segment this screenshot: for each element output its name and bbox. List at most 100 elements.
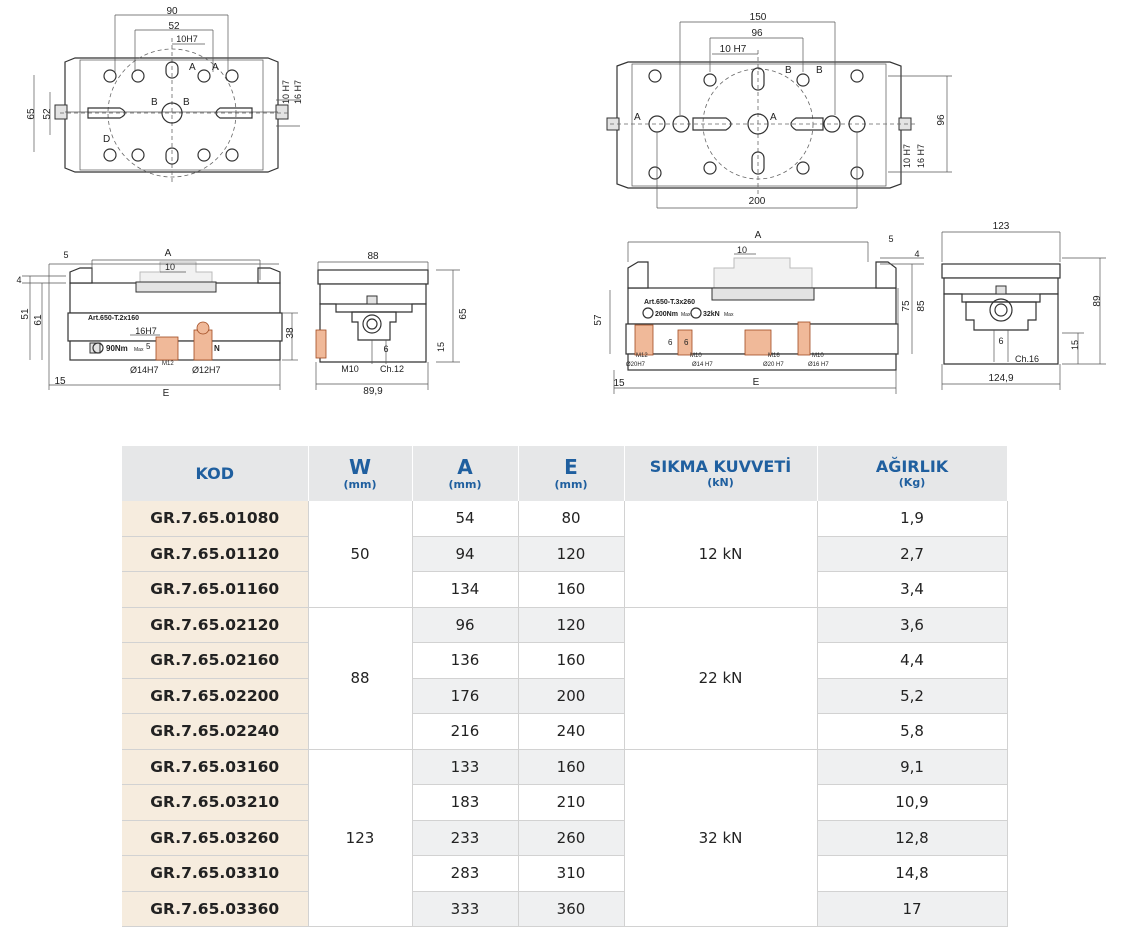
cell-e: 120	[518, 536, 625, 572]
cell-e: 360	[518, 891, 625, 927]
chamfer-ch12: Ch.12	[380, 364, 404, 374]
cell-a: 96	[412, 607, 519, 643]
cell-e: 80	[518, 501, 625, 537]
header-agirlik-label: AĞIRLIK	[875, 456, 949, 476]
dim-16h7-side: 16 H7	[916, 144, 926, 168]
small-end-view: 88 65 6 15 M10 Ch.12 89,9	[315, 251, 469, 397]
section-label-d: D	[103, 134, 110, 145]
dim-15: 15	[436, 342, 446, 352]
large-end-view: 123 89 15 6 Ch.16 124,9	[941, 221, 1106, 390]
cell-agirlik: 2,7	[817, 536, 1008, 572]
dim-a: A	[165, 248, 172, 259]
header-a-unit: (mm)	[448, 477, 482, 491]
cell-a: 94	[412, 536, 519, 572]
dim-10: 10	[737, 245, 747, 255]
large-top-view: 150 96 10 H7 96 10 H7 16 H7 200 B B A A	[606, 12, 952, 209]
dim-15: 15	[613, 378, 625, 389]
cell-a: 133	[412, 749, 519, 785]
dim-16h7: 16H7	[135, 326, 157, 336]
dim-5: 5	[63, 250, 68, 260]
dim-150: 150	[750, 12, 767, 23]
cell-e: 240	[518, 713, 625, 750]
cell-agirlik: 12,8	[817, 820, 1008, 856]
dim-57: 57	[593, 314, 604, 326]
dim-51: 51	[20, 308, 31, 320]
cell-agirlik: 9,1	[817, 749, 1008, 785]
dim-10h7-side: 10 H7	[902, 144, 912, 168]
header-agirlik-unit: (Kg)	[898, 475, 926, 489]
part-label: Art.650-T.2x160	[88, 315, 139, 322]
header-w-label: W	[348, 454, 372, 479]
cell-e: 120	[518, 607, 625, 643]
cell-agirlik: 4,4	[817, 642, 1008, 679]
dim-10h7-top: 10 H7	[720, 44, 747, 55]
cell-kod: GR.7.65.01120	[122, 536, 309, 572]
cell-kod: GR.7.65.01080	[122, 501, 309, 537]
dim-16h7-side: 16 H7	[293, 80, 303, 104]
dim-10h7-side: 10 H7	[281, 80, 291, 104]
header-e-unit: (mm)	[554, 477, 588, 491]
force-icon	[690, 307, 702, 319]
torque-suffix: Max	[134, 347, 144, 353]
cell-a: 136	[412, 642, 519, 679]
header-kod-label: KOD	[195, 463, 235, 483]
cell-a: 283	[412, 855, 519, 892]
cell-a: 333	[412, 891, 519, 927]
section-label-b-2: B	[816, 65, 823, 76]
section-label-a-2: A	[770, 112, 777, 123]
cell-sikma-kuvveti: 32 kN	[624, 749, 818, 927]
force-label: 32kN	[703, 311, 720, 318]
part-label: Art.650-T.3x260	[644, 299, 695, 306]
torque-label: 90Nm	[106, 344, 128, 353]
cell-kod: GR.7.65.03310	[122, 855, 309, 892]
cell-kod: GR.7.65.01160	[122, 571, 309, 608]
cell-e: 210	[518, 784, 625, 821]
bore-16h7: Ø16 H7	[808, 362, 829, 368]
bore-20h7: Ø20H7	[626, 362, 646, 368]
thread-m10: M10	[690, 353, 702, 359]
force-suffix: Max	[724, 312, 734, 318]
cell-kod: GR.7.65.03360	[122, 891, 309, 927]
cell-kod: GR.7.65.02160	[122, 642, 309, 679]
thread-m12: M12	[636, 353, 648, 359]
dim-200: 200	[749, 196, 766, 207]
cell-kod: GR.7.65.02240	[122, 713, 309, 750]
torque-icon	[642, 307, 654, 319]
dim-4: 4	[16, 275, 21, 285]
dim-90: 90	[166, 6, 178, 17]
dim-5: 5	[888, 234, 893, 244]
cell-agirlik: 5,2	[817, 678, 1008, 714]
cell-e: 200	[518, 678, 625, 714]
header-kod: KOD	[122, 446, 309, 501]
dim-124-9: 124,9	[988, 373, 1013, 384]
thread-m10: M10	[341, 364, 359, 374]
cell-sikma-kuvveti: 12 kN	[624, 501, 818, 608]
technical-drawings: 90 52 10H7 65 52 10 H7 16 H7 A A B B D	[16, 6, 1106, 399]
header-sikma-kuvveti-label: SIKMA KUVVETİ	[649, 456, 792, 476]
cell-a: 176	[412, 678, 519, 714]
dim-10: 10	[165, 262, 175, 272]
cell-a: 233	[412, 820, 519, 856]
cell-agirlik: 3,6	[817, 607, 1008, 643]
cell-e: 260	[518, 820, 625, 856]
dim-85: 85	[916, 300, 927, 312]
cell-agirlik: 5,8	[817, 713, 1008, 750]
dim-15: 15	[54, 376, 66, 387]
header-e-label: E	[564, 454, 578, 479]
cell-kod: GR.7.65.02200	[122, 678, 309, 714]
chamfer-ch16: Ch.16	[1015, 354, 1039, 364]
dim-15: 15	[1070, 340, 1080, 350]
section-label-b: B	[151, 97, 158, 108]
step-6: 6	[668, 338, 673, 347]
bore-12h7: Ø12H7	[192, 365, 221, 375]
dim-61: 61	[33, 314, 44, 326]
